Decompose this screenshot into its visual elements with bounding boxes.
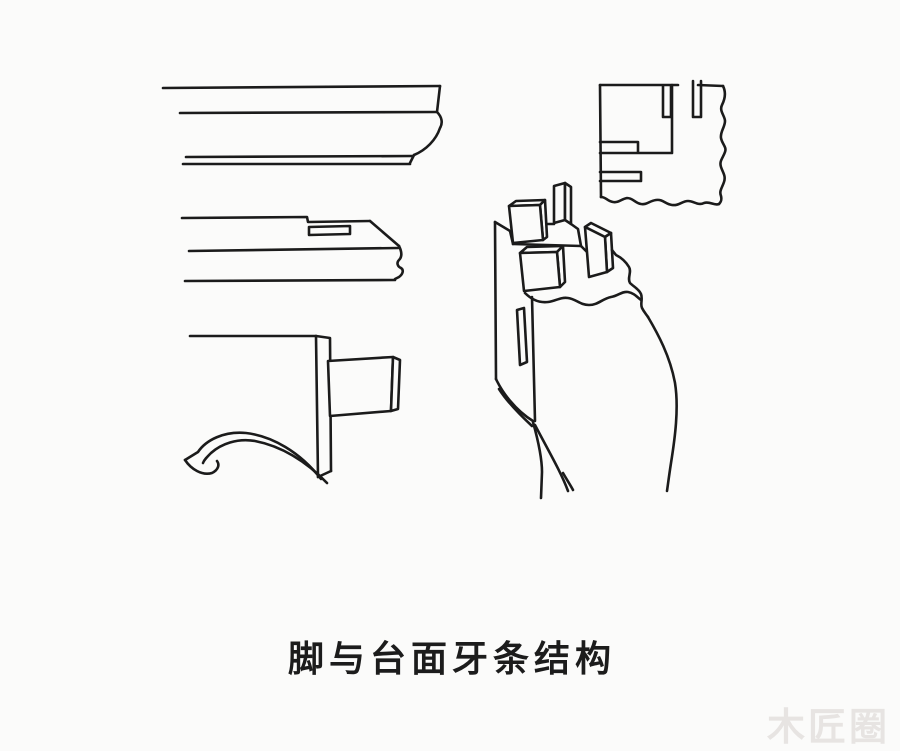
curved-apron-with-tenon: [185, 336, 400, 483]
tabletop-edge-profile: [163, 86, 442, 164]
leg-top-with-tenons: [495, 183, 677, 498]
tabletop-corner-underside-mortises: [600, 81, 725, 205]
figure-caption: 脚与台面牙条结构: [288, 639, 617, 680]
watermark-text: 木匠圈: [767, 705, 891, 749]
apron-rail-with-mortise: [182, 217, 403, 281]
